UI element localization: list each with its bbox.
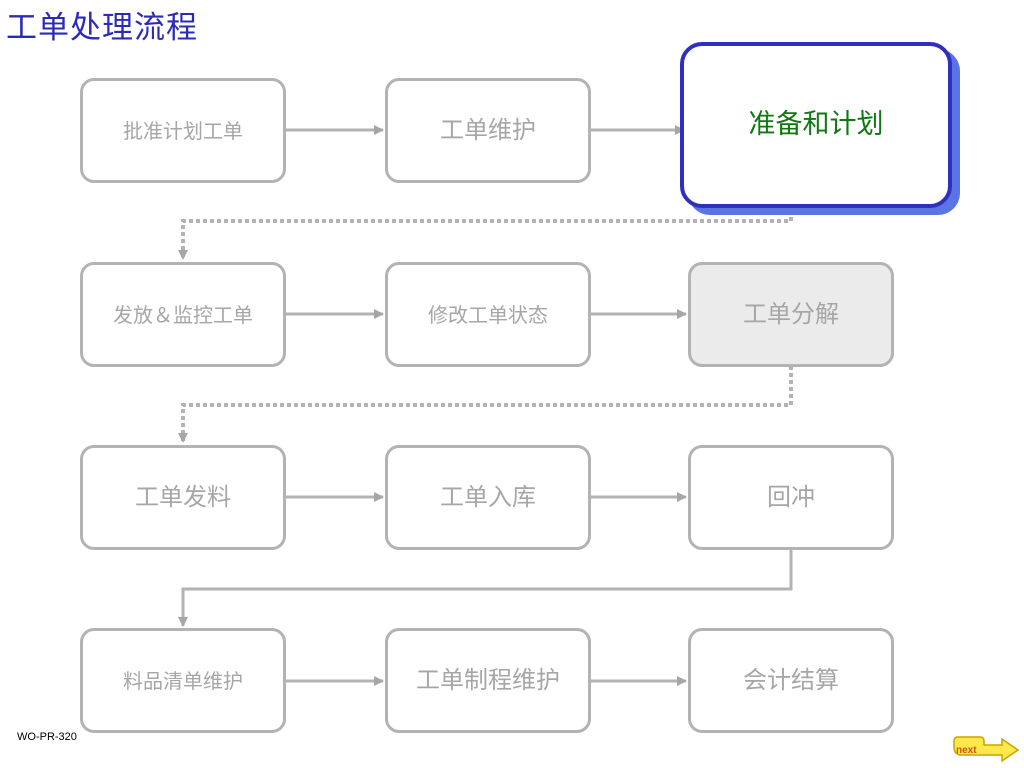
step-label: 工单入库: [440, 483, 536, 512]
step-label: 准备和计划: [748, 109, 884, 140]
arrow-9-10: [178, 549, 793, 627]
step-label: 工单发料: [135, 483, 231, 512]
page-title: 工单处理流程: [6, 10, 198, 46]
next-arrow-icon: [953, 736, 1020, 763]
step-wo-issue-material[interactable]: 工单发料: [80, 445, 286, 550]
step-wo-maintenance[interactable]: 工单维护: [385, 78, 591, 183]
step-label: 修改工单状态: [428, 302, 548, 327]
step-accounting-settlement[interactable]: 会计结算: [688, 628, 894, 733]
next-label: next: [956, 745, 977, 756]
step-approve-plan-wo[interactable]: 批准计划工单: [80, 78, 286, 183]
next-button[interactable]: next: [952, 731, 1020, 763]
step-label: 发放＆监控工单: [113, 302, 253, 327]
step-backflush[interactable]: 回冲: [688, 445, 894, 550]
step-release-monitor-wo[interactable]: 发放＆监控工单: [80, 262, 286, 367]
step-label: 工单分解: [743, 300, 839, 329]
step-wo-breakdown[interactable]: 工单分解: [688, 262, 894, 367]
step-bom-maintenance[interactable]: 料品清单维护: [80, 628, 286, 733]
step-prepare-and-plan[interactable]: 准备和计划: [680, 42, 952, 208]
step-wo-routing-maintenance[interactable]: 工单制程维护: [385, 628, 591, 733]
arrow-3-4: [178, 210, 793, 260]
step-change-wo-status[interactable]: 修改工单状态: [385, 262, 591, 367]
step-label: 回冲: [767, 483, 815, 512]
arrow-6-7: [178, 366, 793, 443]
slide-code: WO-PR-320: [17, 731, 77, 743]
step-label: 批准计划工单: [123, 118, 243, 143]
step-label: 料品清单维护: [123, 668, 243, 693]
step-wo-receipt[interactable]: 工单入库: [385, 445, 591, 550]
step-label: 工单制程维护: [416, 666, 560, 695]
step-label: 会计结算: [743, 666, 839, 695]
step-label: 工单维护: [440, 116, 536, 145]
